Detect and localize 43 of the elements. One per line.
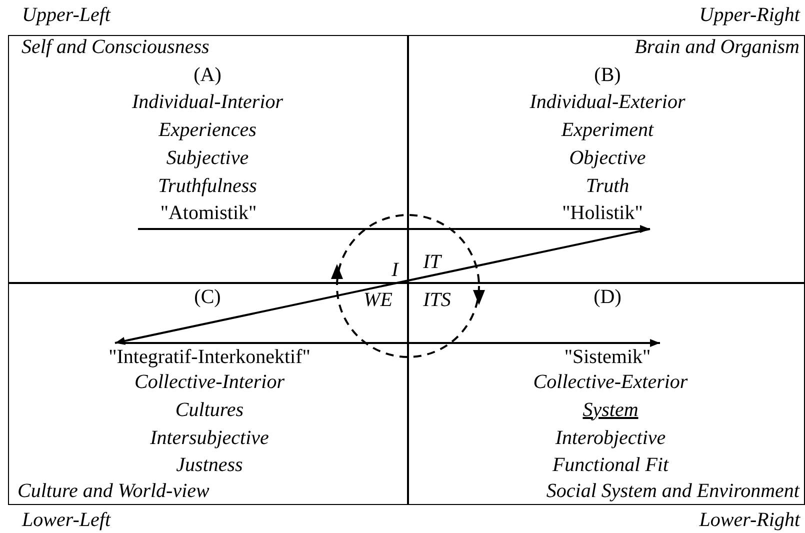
quadrant-position-label: Upper-Right — [699, 3, 800, 27]
quadrant-letter: (A) — [194, 62, 222, 86]
paradigm-label: "Integratif-Interkonektif" — [84, 342, 336, 368]
quadrant-letter: (D) — [594, 284, 622, 308]
quadrant-panel — [407, 35, 805, 284]
quadrant-panel — [407, 282, 805, 505]
quadrant-term: Justness — [176, 452, 243, 476]
arrow — [114, 228, 650, 345]
paradigm-label: "Atomistik" — [138, 200, 280, 228]
arrow — [138, 225, 650, 233]
quadrant-heading: Self and Consciousness — [22, 34, 210, 58]
quadrant-term: Functional Fit — [552, 452, 669, 476]
quadrant-panel — [8, 35, 409, 284]
quadrant-term: Truthfulness — [158, 174, 257, 198]
quadrant-term: Objective — [569, 146, 646, 170]
quadrant-term: Interobjective — [555, 426, 666, 450]
quadrant-term: Individual-Interior — [132, 90, 284, 114]
paradigm-label: "Holistik" — [556, 200, 650, 228]
quadrant-term: Collective-Exterior — [533, 370, 688, 394]
quadrant-position-label: Lower-Right — [699, 508, 800, 532]
paradigm-label: "Sistemik" — [556, 342, 660, 368]
quadrant-heading: Social System and Environment — [546, 478, 800, 502]
quadrant-term: Experiment — [561, 118, 654, 142]
quadrant-term: Cultures — [175, 398, 244, 422]
quadrant-term: Experiences — [158, 118, 256, 142]
quadrant-position-label: Lower-Left — [22, 508, 110, 532]
quadrant-heading: Culture and World-view — [18, 478, 210, 502]
quadrant-term: Individual-Exterior — [530, 90, 686, 114]
quadrant-term: Intersubjective — [150, 426, 269, 450]
quadrant-letter: (C) — [194, 284, 221, 308]
quadrant-letter: (B) — [594, 62, 621, 86]
quadrant-pronoun-label: I — [392, 258, 398, 282]
quadrant-heading: Brain and Organism — [634, 34, 800, 58]
quadrant-pronoun-label: ITS — [423, 288, 451, 312]
quadrant-position-label: Upper-Left — [22, 3, 110, 27]
quadrant-panel — [8, 282, 409, 505]
quadrant-pronoun-label: IT — [423, 250, 441, 274]
quadrant-pronoun-label: WE — [364, 288, 392, 312]
quadrant-term: Subjective — [166, 146, 249, 170]
quadrant-term: Collective-Interior — [134, 370, 284, 394]
arrow — [120, 339, 660, 347]
quadrant-term: Truth — [586, 174, 630, 198]
quadrant-term: System — [582, 398, 638, 422]
